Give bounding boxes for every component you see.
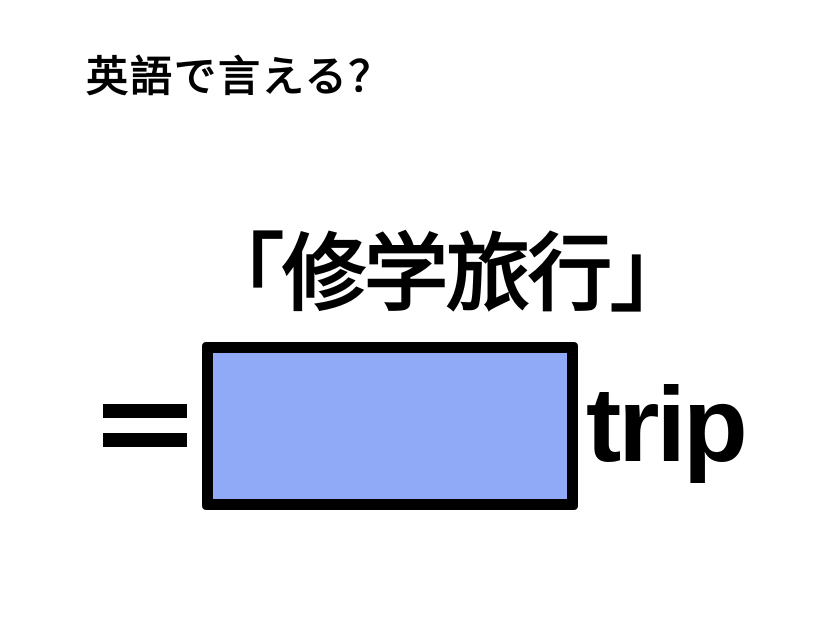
- japanese-term: 「修学旅行」: [200, 225, 694, 323]
- hidden-answer-box: [202, 342, 578, 510]
- quiz-prompt: 英語で言える？: [86, 52, 393, 101]
- equals-sign: [103, 404, 187, 448]
- equals-bar-top: [103, 404, 187, 418]
- equals-bar-bottom: [103, 433, 187, 447]
- answer-suffix-word: trip: [586, 366, 748, 484]
